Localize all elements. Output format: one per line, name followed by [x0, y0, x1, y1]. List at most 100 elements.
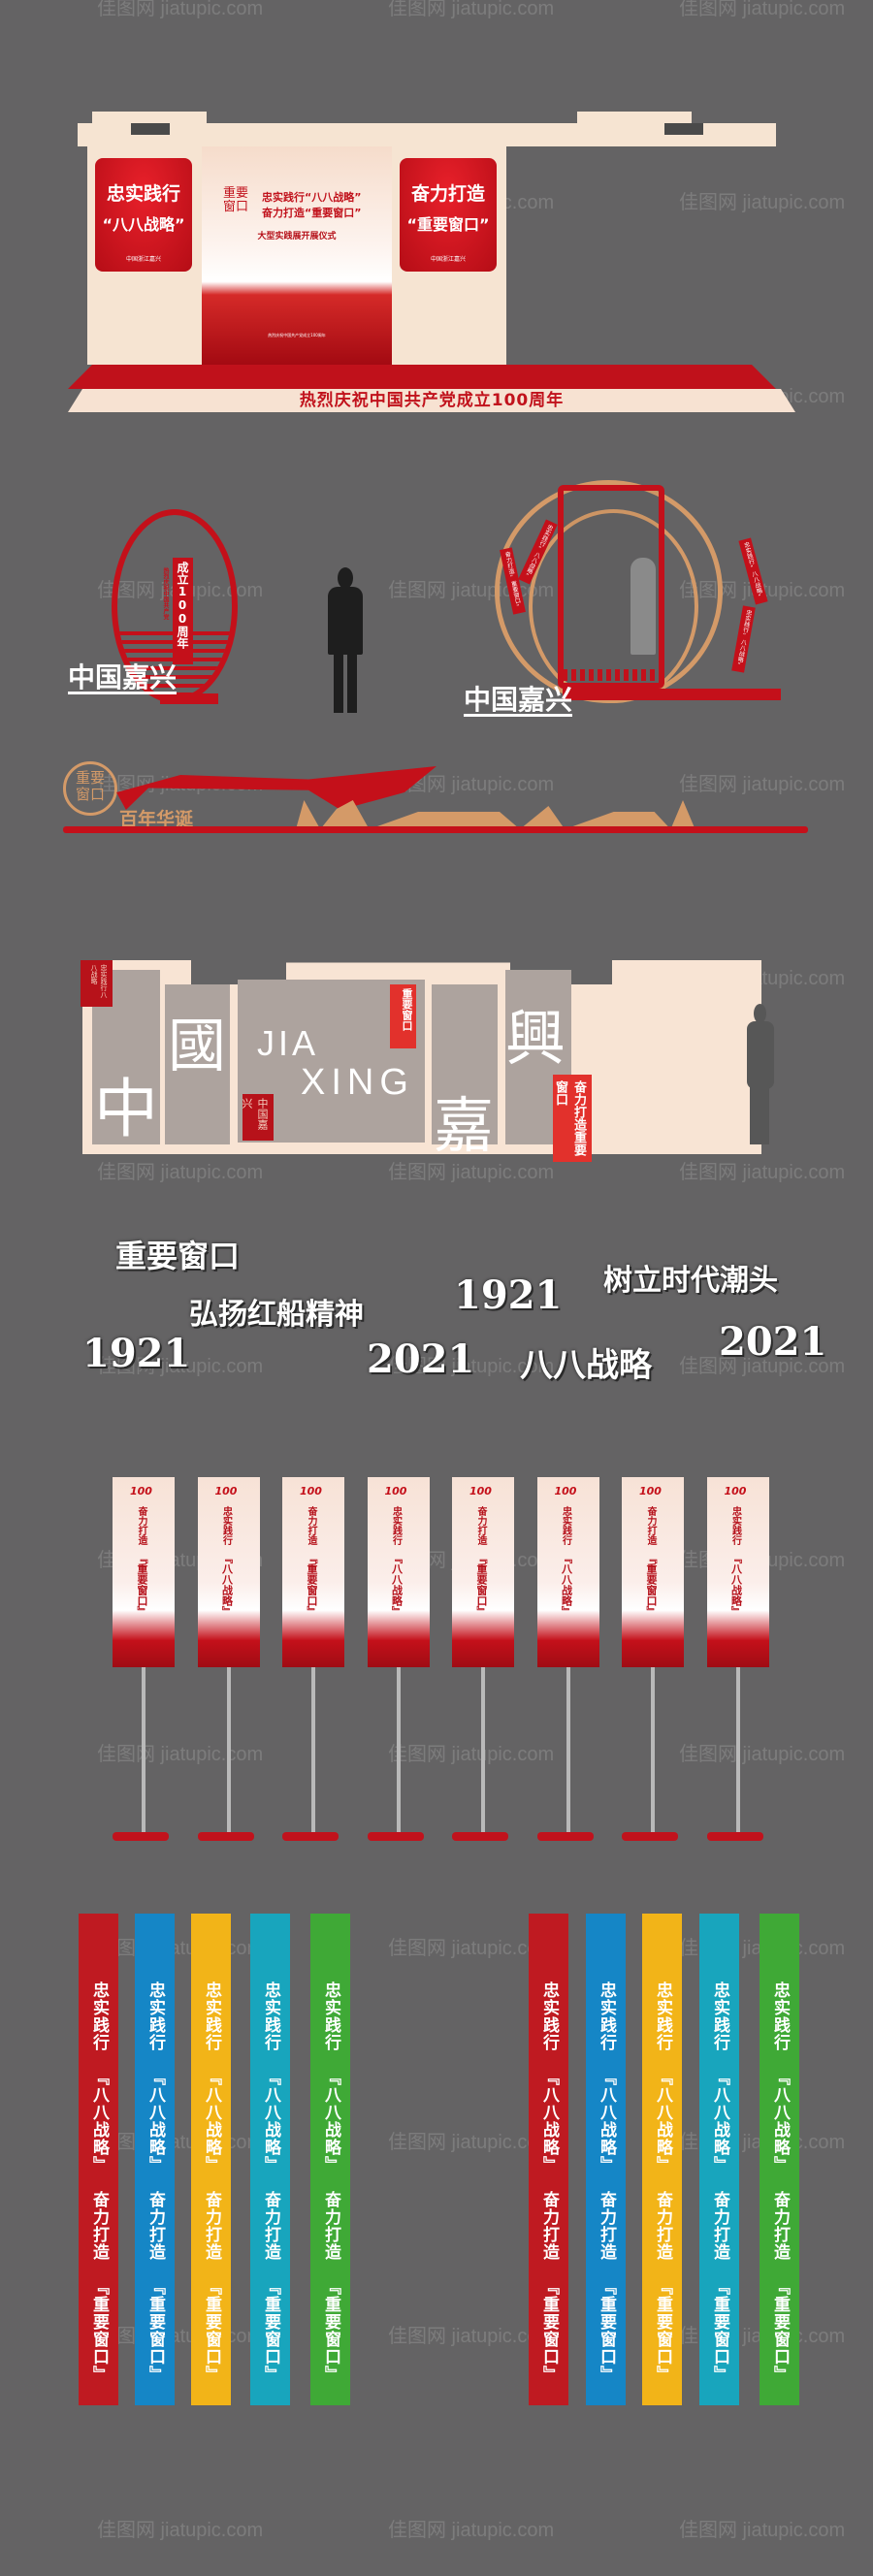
circle-sign-vertical-title: 成立100周年 — [173, 558, 193, 664]
flag-base — [367, 1832, 424, 1841]
flag-base — [706, 1832, 763, 1841]
wall-seal-3: 重要窗口 — [390, 984, 416, 1048]
flag-pole — [396, 1667, 401, 1832]
strip-text: 『重要窗口』 — [261, 2278, 280, 2383]
jiaxing-wall: 中 國 JIA XING 嘉 興 忠实践行八八战略 中国嘉兴 重要窗口 奋力打造… — [81, 960, 781, 1164]
flag-pole — [735, 1667, 740, 1832]
flag-base — [197, 1832, 254, 1841]
watermark-text: 佳图网 jiatupic.com — [97, 2132, 264, 2153]
flag-pole — [142, 1667, 146, 1832]
flag-banner: 100 忠实践行 『八八战略』 — [536, 1477, 599, 1841]
flag-base — [113, 1832, 169, 1841]
flag-line-1: 忠实践行 — [390, 1506, 402, 1545]
flag-line-1: 奋力打造 — [306, 1506, 316, 1545]
arch-sign-label: 中国嘉兴 — [464, 684, 573, 717]
strip-banner: 忠实践行『八八战略』奋力打造『重要窗口』 — [79, 1914, 118, 2405]
strip-text: 『重要窗口』 — [146, 2278, 165, 2383]
flag-poster: 100 奋力打造 『重要窗口』 — [282, 1477, 344, 1667]
strip-text: 忠实践行 — [261, 1981, 280, 2051]
strip-text: 忠实践行 — [710, 1981, 729, 2051]
center-screen: 重要窗口 忠实践行“八八战略” 奋力打造“重要窗口” 大型实践展开展仪式 热烈庆… — [202, 146, 392, 365]
flag-base — [622, 1832, 678, 1841]
wall-char-xing: 興 — [505, 1003, 566, 1074]
left-panel-footer: 中国浙江嘉兴 — [125, 256, 161, 263]
flag-poster: 100 奋力打造 『重要窗口』 — [113, 1477, 175, 1667]
circle-sign-label: 中国嘉兴 — [68, 661, 178, 694]
circle-sign-vertical-sub: 热烈庆祝中国共产党 — [162, 567, 169, 620]
arch-ribbon-4: 忠实践行“八八战略” — [731, 605, 756, 673]
watermark-text: 佳图网 jiatupic.com — [388, 2520, 555, 2541]
flag-banner: 100 忠实践行 『八八战略』 — [197, 1477, 260, 1841]
wall-char-jia: 嘉 — [434, 1090, 495, 1161]
flag-poster: 100 忠实践行 『八八战略』 — [197, 1477, 260, 1667]
badge-100-icon: 100 — [554, 1485, 577, 1497]
watermark-text: 佳图网 jiatupic.com — [97, 0, 264, 19]
flag-line-2: 『八八战略』 — [729, 1553, 743, 1617]
word-2021-center: 2021 — [367, 1336, 475, 1382]
flag-pole — [311, 1667, 315, 1832]
circle-sign: 成立100周年 热烈庆祝中国共产党 中国嘉兴 — [68, 509, 310, 718]
strip-banner: 忠实践行『八八战略』奋力打造『重要窗口』 — [529, 1914, 568, 2405]
strip-text: 忠实践行 — [539, 1981, 559, 2051]
strip-text: 『重要窗口』 — [770, 2278, 790, 2383]
right-panel-subtitle: “重要窗口” — [406, 215, 490, 234]
strip-text: 『重要窗口』 — [653, 2278, 672, 2383]
strip-text: 忠实践行 — [202, 1981, 221, 2051]
flag-poster: 100 奋力打造 『重要窗口』 — [622, 1477, 684, 1667]
flag-line-2: 『重要窗口』 — [645, 1553, 658, 1617]
center-small-text: 热烈庆祝中国共产党成立100周年 — [268, 333, 326, 338]
badge-100-icon: 100 — [130, 1485, 152, 1497]
strip-banner: 忠实践行『八八战略』奋力打造『重要窗口』 — [310, 1914, 350, 2405]
word-shuli-shidai: 树立时代潮头 — [603, 1264, 778, 1298]
flag-line-2: 『八八战略』 — [390, 1553, 404, 1617]
strip-banner: 忠实践行『八八战略』奋力打造『重要窗口』 — [760, 1914, 799, 2405]
arch-ribbon-3: 忠实践行“八八战略” — [738, 537, 768, 605]
flag-line-2: 『八八战略』 — [220, 1553, 234, 1617]
flag-line-1: 忠实践行 — [560, 1506, 571, 1545]
badge-100-icon: 100 — [724, 1485, 747, 1497]
stage-base: 热烈庆祝中国共产党成立100周年 — [68, 389, 795, 412]
right-panel-footer: 中国浙江嘉兴 — [430, 256, 466, 263]
wall-seal-1: 忠实践行八八战略 — [81, 960, 113, 1007]
wall-seal-4: 奋力打造重要窗口 — [553, 1075, 592, 1162]
strip-text: 忠实践行 — [146, 1981, 165, 2051]
strip-text: 忠实践行 — [597, 1981, 616, 2051]
skyline-banner: 重要窗口 百年华诞 — [63, 757, 810, 853]
flag-line-2: 『重要窗口』 — [136, 1553, 148, 1617]
stage-backdrop: 忠实践行 “八八战略” 中国浙江嘉兴 重要窗口 忠实践行“八八战略” 奋力打造“… — [68, 112, 795, 412]
flag-line-1: 忠实践行 — [220, 1506, 232, 1545]
stage-base-text: 热烈庆祝中国共产党成立100周年 — [299, 391, 565, 410]
strip-text: 奋力打造 — [321, 2191, 340, 2261]
strip-text: 『八八战略』 — [710, 2069, 729, 2174]
flag-pole — [481, 1667, 485, 1832]
wall-char-guo: 國 — [168, 1013, 226, 1080]
strip-text: 『重要窗口』 — [321, 2278, 340, 2383]
watermark-text: 佳图网 jiatupic.com — [97, 1938, 264, 1959]
strip-text: 『重要窗口』 — [89, 2278, 109, 2383]
watermark-text: 佳图网 jiatupic.com — [97, 1744, 264, 1765]
human-silhouette — [326, 567, 365, 713]
flag-line-1: 忠实践行 — [729, 1506, 741, 1545]
strip-text: 忠实践行 — [770, 1981, 790, 2051]
badge-100-icon: 100 — [469, 1485, 492, 1497]
watermark-text: 佳图网 jiatupic.com — [388, 1744, 555, 1765]
strip-text: 忠实践行 — [321, 1981, 340, 2051]
wall-text-xing: XING — [301, 1062, 414, 1103]
word-1921-center: 1921 — [454, 1272, 563, 1318]
flag-banner: 100 忠实践行 『八八战略』 — [367, 1477, 430, 1841]
strip-banner: 忠实践行『八八战略』奋力打造『重要窗口』 — [642, 1914, 682, 2405]
strip-text: 奋力打造 — [597, 2191, 616, 2261]
strip-text: 奋力打造 — [653, 2191, 672, 2261]
strip-text: 奋力打造 — [770, 2191, 790, 2261]
flag-line-1: 奋力打造 — [645, 1506, 656, 1545]
strip-text: 『八八战略』 — [261, 2069, 280, 2174]
flag-line-1: 奋力打造 — [475, 1506, 486, 1545]
strip-text: 『八八战略』 — [146, 2069, 165, 2174]
wall-seal-2: 中国嘉兴 — [241, 1094, 274, 1141]
watermark-text: 佳图网 jiatupic.com — [388, 0, 555, 19]
flag-pole — [651, 1667, 655, 1832]
arch-sign: 奋力打造“重要窗口” 忠实践行“八八战略” 忠实践行“八八战略” 忠实践行“八八… — [456, 480, 791, 723]
strip-text: 奋力打造 — [539, 2191, 559, 2261]
flag-banner: 100 奋力打造 『重要窗口』 — [282, 1477, 344, 1841]
strip-text: 『重要窗口』 — [597, 2278, 616, 2383]
